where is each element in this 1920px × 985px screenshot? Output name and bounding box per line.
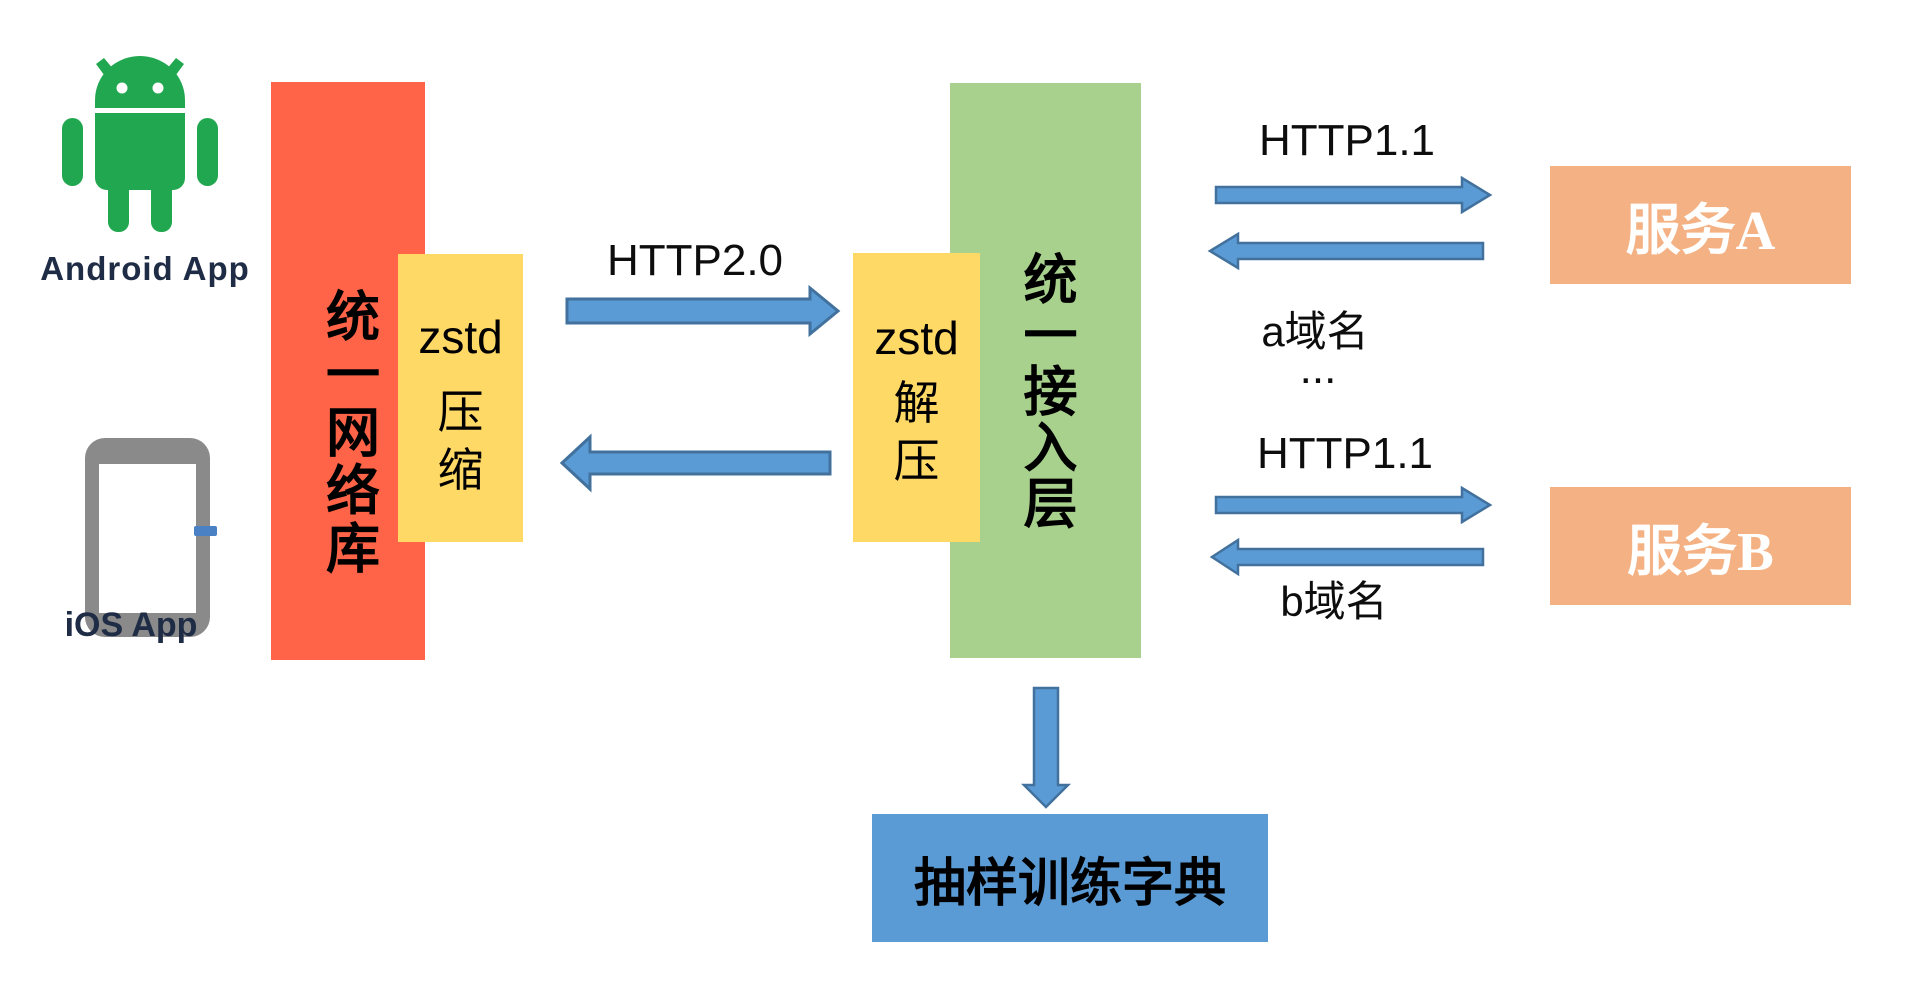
http11-b-label: HTTP1.1 xyxy=(1256,429,1434,478)
dictionary-label: 抽样训练字典 xyxy=(913,855,1226,913)
domain-a-label: a域名 xyxy=(1261,308,1369,355)
service-b-box: 服务B xyxy=(1550,487,1851,605)
service-a-request-arrow xyxy=(1214,175,1493,215)
ios-dash-icon xyxy=(194,526,217,536)
service-b-request-arrow xyxy=(1214,485,1493,525)
service-a-box: 服务A xyxy=(1550,166,1851,284)
zstd-decompress-char2: 压 xyxy=(893,436,940,487)
zstd-compress-title: zstd xyxy=(418,311,503,363)
unified-access-layer-label: 统一接入层 xyxy=(1015,251,1075,531)
domain-b-label: b域名 xyxy=(1280,578,1388,625)
unified-access-layer-box: 统一接入层 xyxy=(950,83,1141,658)
zstd-decompress-box: zstd 解 压 xyxy=(853,253,980,542)
ellipsis-label: ... xyxy=(1299,344,1337,393)
ios-phone-icon xyxy=(85,438,210,637)
http11-a-label: HTTP1.1 xyxy=(1258,116,1436,165)
zstd-compress-char2: 缩 xyxy=(437,445,484,496)
service-b-label: 服务B xyxy=(1627,521,1774,582)
service-b-response-arrow xyxy=(1209,537,1485,577)
dictionary-arrow xyxy=(1020,686,1072,809)
http2-request-arrow xyxy=(565,284,841,338)
android-app-label: Android App xyxy=(40,250,250,287)
ios-app-label: iOS App xyxy=(64,606,198,644)
zstd-decompress-title: zstd xyxy=(874,312,959,364)
android-icon xyxy=(62,56,218,232)
zstd-compress-char1: 压 xyxy=(437,387,484,438)
service-a-label: 服务A xyxy=(1625,200,1776,261)
http2-label: HTTP2.0 xyxy=(606,236,784,285)
unified-network-lib-label: 统一网络库 xyxy=(317,288,378,578)
http2-response-arrow xyxy=(559,433,832,493)
zstd-decompress-char1: 解 xyxy=(893,378,940,429)
service-a-response-arrow xyxy=(1207,231,1485,271)
dictionary-box: 抽样训练字典 xyxy=(872,814,1268,942)
zstd-compress-box: zstd 压 缩 xyxy=(398,254,523,542)
